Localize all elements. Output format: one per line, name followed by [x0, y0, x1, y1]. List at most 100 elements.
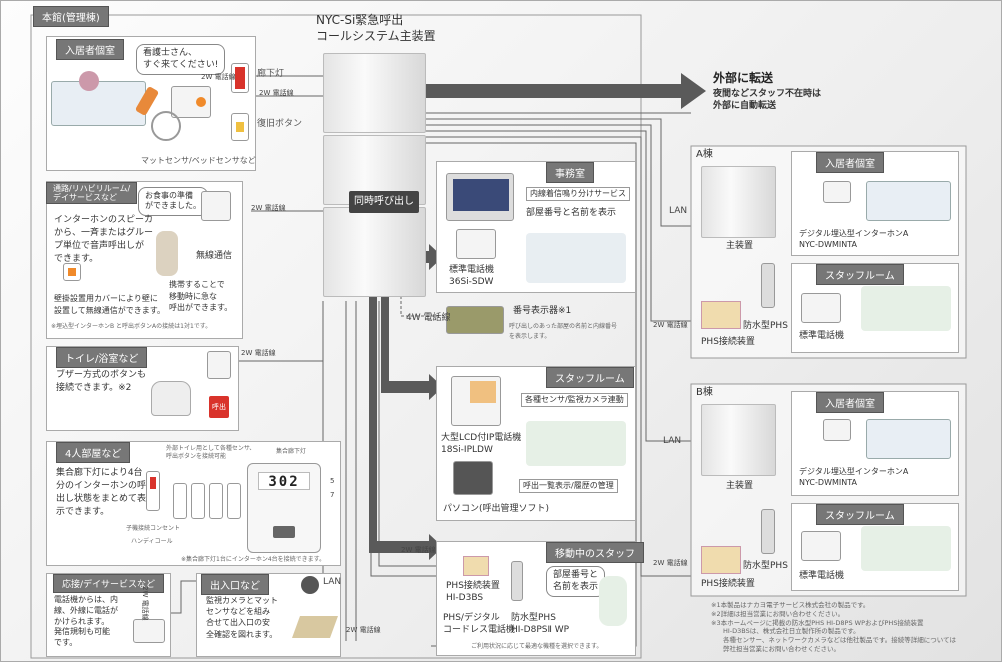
corridor-body-line3: プ単位で音声呼出しが — [54, 241, 145, 252]
simultaneous-call-badge: 同時呼び出し — [349, 191, 419, 213]
staff-phone-label-1: 大型LCD付IP電話機 — [441, 433, 522, 443]
building-a-staff-illustration — [861, 286, 951, 331]
four-room-body-line4: 示できます。 — [56, 507, 110, 518]
number-display-sub-2: を表示します。 — [509, 333, 551, 340]
toilet-body: ブザー方式のボタンも 接続できます。※2 — [56, 369, 146, 395]
reception-wire-label: 2W 電話線 — [141, 586, 149, 621]
entrance-body-line3: 合せて出入口の安 — [206, 618, 270, 628]
system-title-line2: コールシステム主装置 — [316, 29, 436, 43]
four-room-intercom-3 — [209, 483, 223, 519]
four-room-body: 集合廊下灯により4台 分のインターホンの呼 出し状態をまとめて表 示できます。 — [56, 467, 146, 519]
staff-phone-label-2: 18Si-IPLDW — [441, 445, 493, 455]
footnote-6: 弊社担当営業にお問い合わせください。 — [723, 644, 840, 653]
building-a-main-unit — [701, 166, 776, 238]
main-unit-top — [323, 53, 426, 133]
four-room-caption-1: 外部トイレ用として各種センサ、 — [166, 445, 256, 452]
external-sub-1: 夜間などスタッフ不在時は — [713, 89, 822, 99]
office-phone-label-1: 標準電話機 — [449, 265, 495, 275]
reception-body: 電話機からは、内 線、外線に電話が かけられます。 発信規制も可能 です。 — [54, 595, 118, 649]
building-b-intercom-2: NYC-DWMINTA — [799, 478, 857, 487]
building-b-phs-label: 防水型PHS — [743, 561, 788, 571]
four-room-intercom-1 — [173, 483, 187, 519]
label-handy-call: ハンディコール — [131, 538, 173, 545]
reset-button-device — [231, 113, 249, 141]
resident-bubble: 看護士さん、 すぐ来てください! — [136, 44, 226, 76]
reception-body-line1: 電話機からは、内 — [54, 595, 118, 604]
wire-to-a-lan — [426, 118, 691, 227]
building-a-phs-icon — [761, 263, 775, 308]
entrance-wire-label: 2W 電話線 — [346, 626, 381, 634]
office-title: 事務室 — [546, 162, 594, 183]
four-room-intercom-4 — [227, 483, 241, 519]
corridor-bubble-line2: ができました。 — [145, 201, 201, 211]
mobile-bubble: 部屋番号と 名前を表示 — [546, 566, 606, 598]
office-phone-label-2: 36Si-SDW — [449, 277, 494, 287]
arrow-external — [426, 73, 706, 109]
ip-phone-device — [451, 376, 501, 426]
entrance-body-line4: 全確認を図れます。 — [206, 629, 278, 639]
building-a-wire-label: 2W 電話線 — [653, 321, 688, 329]
building-a-intercom-2: NYC-DWMINTA — [799, 240, 857, 249]
wire-label-5: 5 — [330, 477, 335, 485]
sensor-cable-icon — [151, 111, 181, 141]
mobile-note: ご利用状況に応じて最適な機種を選択できます。 — [471, 643, 603, 650]
four-room-body-line1: 集合廊下灯により4台 — [56, 468, 143, 478]
office-screen — [453, 179, 509, 211]
entrance-title: 出入口など — [201, 574, 269, 595]
building-b-main-label: 主装置 — [726, 481, 754, 491]
phs-label-1: 防水型PHS — [511, 613, 556, 623]
building-a-room-title: 入居者個室 — [816, 152, 884, 173]
building-b-title: B棟 — [696, 387, 713, 398]
four-room-body-line2: 分のインターホンの呼 — [56, 481, 147, 492]
phs-base-label-1: PHS接続装置 — [446, 581, 500, 591]
building-a-intercom — [823, 181, 851, 203]
four-room-body-line3: 出し状態をまとめて表 — [56, 494, 147, 505]
corridor-note: ※埋込型インターホンB と呼出ボタンAの接続は1対1です。 — [51, 323, 212, 330]
corridor-title-line2: デイサービスなど — [53, 193, 117, 203]
resident-bubble-line2: すぐ来てください! — [143, 59, 219, 70]
toilet-call-button: 呼出 — [209, 396, 229, 418]
four-room-switch-red — [150, 477, 156, 489]
footnotes: ※1本製品はナカヨ電子サービス株式会社の製品です。 ※2詳細は担当営業にお問い合… — [711, 601, 956, 654]
building-b-room-title: 入居者個室 — [816, 392, 884, 413]
toilet-intercom — [207, 351, 231, 379]
wireless-label: 無線通信 — [196, 251, 233, 261]
four-room-footnote: ※集合廊下灯1台にインターホン4台を接続できます。 — [181, 556, 326, 563]
camera-icon — [301, 576, 319, 594]
wire-label-2w-b: 2W 電話線 — [259, 89, 294, 97]
staff-tag-1: 各種センサ/監視カメラ連動 — [521, 393, 628, 408]
corridor-body2-line2: 移動時に急な — [169, 291, 217, 301]
corridor-title: 通路/リハビリルーム/ デイサービスなど — [46, 182, 138, 205]
collective-corridor-lamp: 302 — [247, 463, 321, 553]
corridor-body3-line1: 壁掛設置用カバーにより壁に — [54, 294, 158, 303]
room-number-display: 302 — [258, 472, 310, 490]
office-screen-device — [446, 173, 514, 221]
phs-base-label-2: HI-D3BS — [446, 593, 484, 603]
building-b-lan: LAN — [663, 436, 682, 446]
reset-button-yellow — [236, 122, 244, 132]
toilet-body-line2: 接続できます。※2 — [56, 383, 132, 394]
walking-person-figure — [156, 231, 178, 276]
collective-lamp-label: 集合廊下灯 — [276, 448, 307, 455]
building-b-phs-base-icon — [701, 546, 741, 574]
phs-cordless-label-1: PHS/デジタル — [443, 613, 500, 623]
corridor-light-device — [231, 63, 249, 93]
footnote-5: 各種センサー、ネットワークカメラなどは他社製品です。接続等詳細については — [723, 636, 956, 645]
corridor-bubble-line1: お食事の準備 — [145, 191, 193, 200]
building-a-title: A棟 — [696, 149, 713, 160]
phs-label-2: HI-D8PSⅡ WP — [511, 625, 570, 635]
reception-phone — [133, 619, 165, 643]
building-a-phs-base-label: PHS接続装置 — [701, 337, 755, 347]
building-b-bed — [866, 419, 951, 459]
building-a-phone — [801, 293, 841, 323]
mobile-wire-label: 2W 電話線 — [401, 546, 436, 554]
mobile-staff-title: 移動中のスタッフ — [546, 542, 644, 563]
corridor-wire-label: 2W 電話線 — [251, 204, 286, 212]
wire-label-7: 7 — [330, 491, 335, 499]
corridor-title-line1: 通路/リハビリルーム/ — [53, 184, 131, 193]
corridor-light-red — [235, 67, 245, 89]
staff-desk-illustration — [526, 421, 626, 466]
external-sub-2: 外部に自動転送 — [713, 101, 777, 111]
corridor-body-line4: できます。 — [54, 254, 99, 265]
wire-to-a-phs — [426, 124, 691, 322]
